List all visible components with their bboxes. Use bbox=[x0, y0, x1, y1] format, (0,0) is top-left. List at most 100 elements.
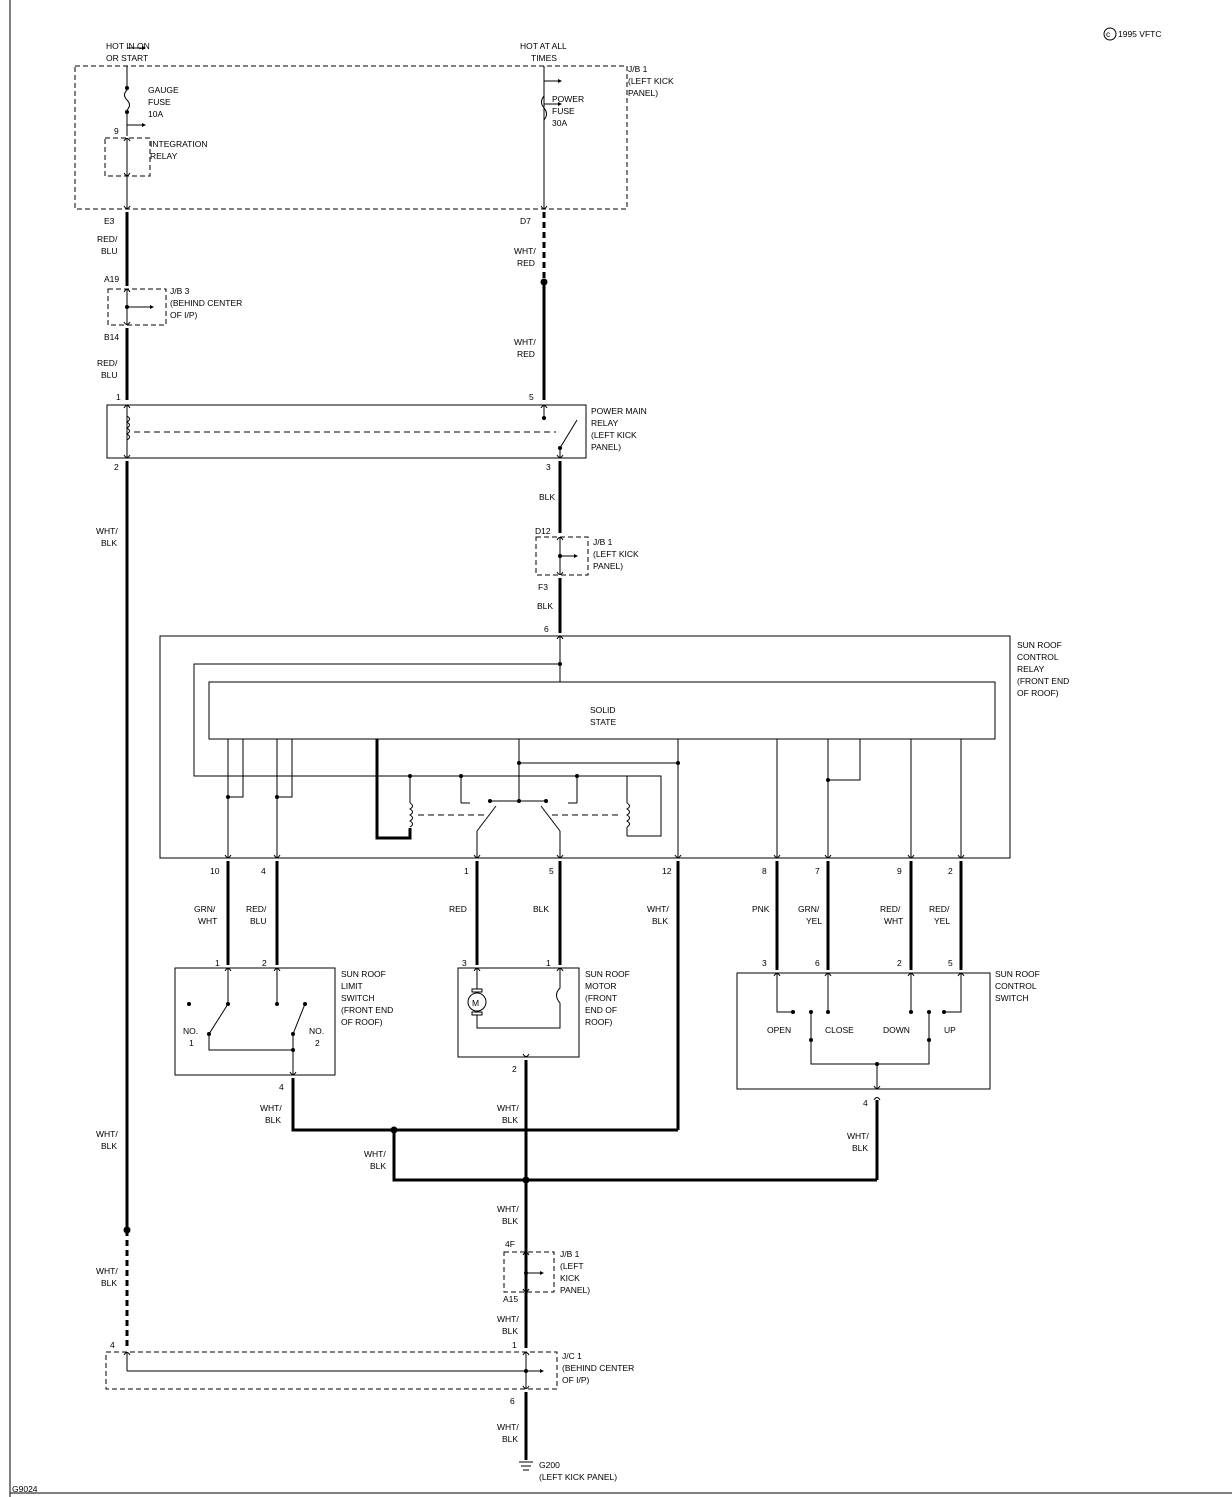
svg-text:PANEL): PANEL) bbox=[591, 442, 621, 452]
ground-icon bbox=[519, 1461, 533, 1471]
svg-text:WHT/: WHT/ bbox=[497, 1314, 519, 1324]
solid-state-label: SOLID bbox=[590, 705, 616, 715]
svg-text:RED: RED bbox=[517, 258, 535, 268]
svg-text:1: 1 bbox=[215, 958, 220, 968]
svg-text:4: 4 bbox=[261, 866, 266, 876]
svg-text:OR START: OR START bbox=[106, 53, 148, 63]
svg-text:1: 1 bbox=[464, 866, 469, 876]
svg-text:WHT: WHT bbox=[198, 916, 217, 926]
jb1-mid-label: J/B 1 bbox=[593, 537, 613, 547]
svg-text:BLK: BLK bbox=[533, 904, 549, 914]
svg-text:WHT/: WHT/ bbox=[497, 1103, 519, 1113]
svg-text:NO.: NO. bbox=[309, 1026, 324, 1036]
svg-text:(LEFT KICK: (LEFT KICK bbox=[593, 549, 639, 559]
svg-text:RED/: RED/ bbox=[880, 904, 901, 914]
svg-text:TIMES: TIMES bbox=[531, 53, 557, 63]
svg-text:6: 6 bbox=[544, 624, 549, 634]
svg-text:3: 3 bbox=[546, 462, 551, 472]
svg-text:BLK: BLK bbox=[101, 538, 117, 548]
jb3-box bbox=[107, 288, 167, 326]
svg-text:4: 4 bbox=[110, 1340, 115, 1350]
relay-coil-icon bbox=[126, 415, 130, 441]
svg-text:WHT/: WHT/ bbox=[514, 246, 536, 256]
gauge-fuse-icon bbox=[124, 89, 130, 111]
svg-text:STATE: STATE bbox=[590, 717, 616, 727]
svg-text:3: 3 bbox=[462, 958, 467, 968]
svg-text:4F: 4F bbox=[505, 1239, 515, 1249]
svg-text:(FRONT END: (FRONT END bbox=[1017, 676, 1069, 686]
motor-symbol: M bbox=[472, 998, 479, 1008]
svg-text:OF I/P): OF I/P) bbox=[562, 1375, 590, 1385]
svg-text:F3: F3 bbox=[538, 582, 548, 592]
svg-text:A15: A15 bbox=[503, 1294, 518, 1304]
svg-text:RELAY: RELAY bbox=[1017, 664, 1045, 674]
svg-text:WHT: WHT bbox=[884, 916, 903, 926]
jb1-bottom-box bbox=[503, 1251, 555, 1293]
svg-text:WHT/: WHT/ bbox=[96, 1129, 118, 1139]
svg-text:BLK: BLK bbox=[502, 1326, 518, 1336]
relay-contact-icon bbox=[559, 419, 578, 449]
jc1-label: J/C 1 bbox=[562, 1351, 582, 1361]
svg-text:3: 3 bbox=[762, 958, 767, 968]
svg-text:2: 2 bbox=[512, 1064, 517, 1074]
svg-text:7: 7 bbox=[815, 866, 820, 876]
svg-text:1: 1 bbox=[189, 1038, 194, 1048]
svg-text:D12: D12 bbox=[535, 526, 551, 536]
svg-text:E3: E3 bbox=[104, 216, 115, 226]
svg-text:BLK: BLK bbox=[502, 1434, 518, 1444]
svg-text:30A: 30A bbox=[552, 118, 567, 128]
svg-text:WHT/: WHT/ bbox=[497, 1204, 519, 1214]
svg-text:6: 6 bbox=[815, 958, 820, 968]
copyright-notice: c 1995 VFTC bbox=[1103, 27, 1161, 41]
relay-contact-left-icon bbox=[476, 805, 497, 832]
svg-text:WHT/: WHT/ bbox=[647, 904, 669, 914]
svg-text:10: 10 bbox=[210, 866, 220, 876]
svg-text:OF ROOF): OF ROOF) bbox=[1017, 688, 1059, 698]
svg-text:BLK: BLK bbox=[502, 1115, 518, 1125]
sunroof-motor-box bbox=[457, 967, 580, 1058]
gauge-fuse-label: GAUGE bbox=[148, 85, 179, 95]
svg-text:2: 2 bbox=[315, 1038, 320, 1048]
jb3-label: J/B 3 bbox=[170, 286, 190, 296]
svg-text:(FRONT END: (FRONT END bbox=[341, 1005, 393, 1015]
svg-text:BLK: BLK bbox=[539, 492, 555, 502]
jb1-mid-box bbox=[535, 536, 589, 576]
solid-state-module bbox=[208, 681, 996, 740]
svg-text:2: 2 bbox=[114, 462, 119, 472]
svg-text:2: 2 bbox=[262, 958, 267, 968]
svg-text:WHT/: WHT/ bbox=[260, 1103, 282, 1113]
svg-text:BLK: BLK bbox=[370, 1161, 386, 1171]
svg-text:OF ROOF): OF ROOF) bbox=[341, 1017, 383, 1027]
svg-text:FUSE: FUSE bbox=[148, 97, 171, 107]
switch-close-label: CLOSE bbox=[825, 1025, 854, 1035]
jb1-top-box bbox=[74, 65, 628, 210]
svg-text:D7: D7 bbox=[520, 216, 531, 226]
motor-label: SUN ROOF bbox=[585, 969, 630, 979]
svg-text:(LEFT: (LEFT bbox=[560, 1261, 584, 1271]
svg-text:5: 5 bbox=[529, 392, 534, 402]
svg-text:(LEFT KICK: (LEFT KICK bbox=[591, 430, 637, 440]
sunroof-control-switch-box bbox=[736, 972, 991, 1090]
svg-text:RELAY: RELAY bbox=[150, 151, 178, 161]
svg-text:BLK: BLK bbox=[101, 1141, 117, 1151]
svg-text:WHT/: WHT/ bbox=[497, 1422, 519, 1432]
svg-text:OF I/P): OF I/P) bbox=[170, 310, 198, 320]
switch-down-label: DOWN bbox=[883, 1025, 910, 1035]
svg-text:2: 2 bbox=[897, 958, 902, 968]
svg-text:WHT/: WHT/ bbox=[847, 1131, 869, 1141]
hot-run-label: HOT IN ON bbox=[106, 41, 150, 51]
svg-text:PANEL): PANEL) bbox=[560, 1285, 590, 1295]
svg-text:END OF: END OF bbox=[585, 1005, 617, 1015]
svg-text:WHT/: WHT/ bbox=[364, 1149, 386, 1159]
svg-text:BLK: BLK bbox=[265, 1115, 281, 1125]
jb1-bottom-label: J/B 1 bbox=[560, 1249, 580, 1259]
svg-text:SWITCH: SWITCH bbox=[995, 993, 1029, 1003]
svg-text:BLK: BLK bbox=[537, 601, 553, 611]
svg-text:RED/: RED/ bbox=[97, 358, 118, 368]
svg-text:RELAY: RELAY bbox=[591, 418, 619, 428]
sunroof-control-relay-label: SUN ROOF bbox=[1017, 640, 1062, 650]
svg-text:RED/: RED/ bbox=[97, 234, 118, 244]
svg-text:WHT/: WHT/ bbox=[96, 526, 118, 536]
control-switch-label: SUN ROOF bbox=[995, 969, 1040, 979]
